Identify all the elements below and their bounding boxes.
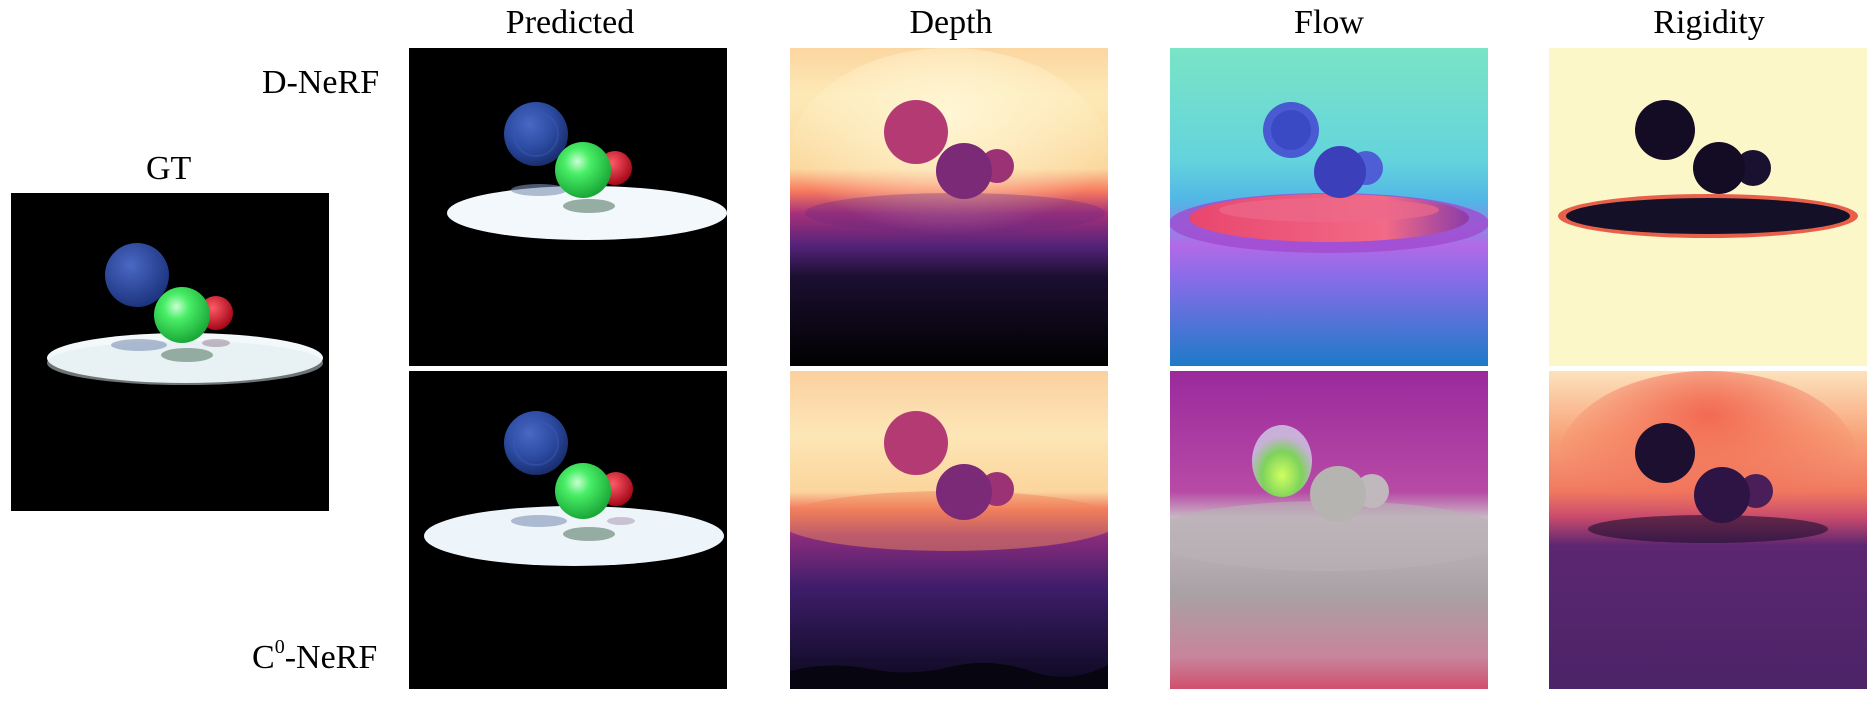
c0nerf-depth-image [790, 371, 1108, 689]
dnerf-flow-image [1170, 48, 1488, 366]
row-label-dnerf: D-NeRF [262, 64, 380, 101]
gt-image [11, 193, 329, 511]
gt-label: GT [146, 150, 192, 187]
row-label-c0nerf-suffix: -NeRF [284, 639, 378, 676]
dnerf-rigidity-image [1549, 48, 1867, 366]
row-label-c0nerf: C0-NeRF [252, 637, 378, 676]
column-header-flow: Flow [1294, 4, 1364, 41]
row-label-c0nerf-sup: 0 [274, 636, 285, 658]
column-header-predicted: Predicted [505, 4, 635, 41]
c0nerf-predicted-image [409, 371, 727, 689]
row-label-c0nerf-base: C [252, 639, 275, 676]
dnerf-depth-image [790, 48, 1108, 366]
dnerf-predicted-image [409, 48, 727, 366]
column-header-rigidity: Rigidity [1653, 4, 1765, 41]
c0nerf-rigidity-image [1549, 371, 1867, 689]
c0nerf-flow-image [1170, 371, 1488, 689]
column-header-depth: Depth [909, 4, 993, 41]
